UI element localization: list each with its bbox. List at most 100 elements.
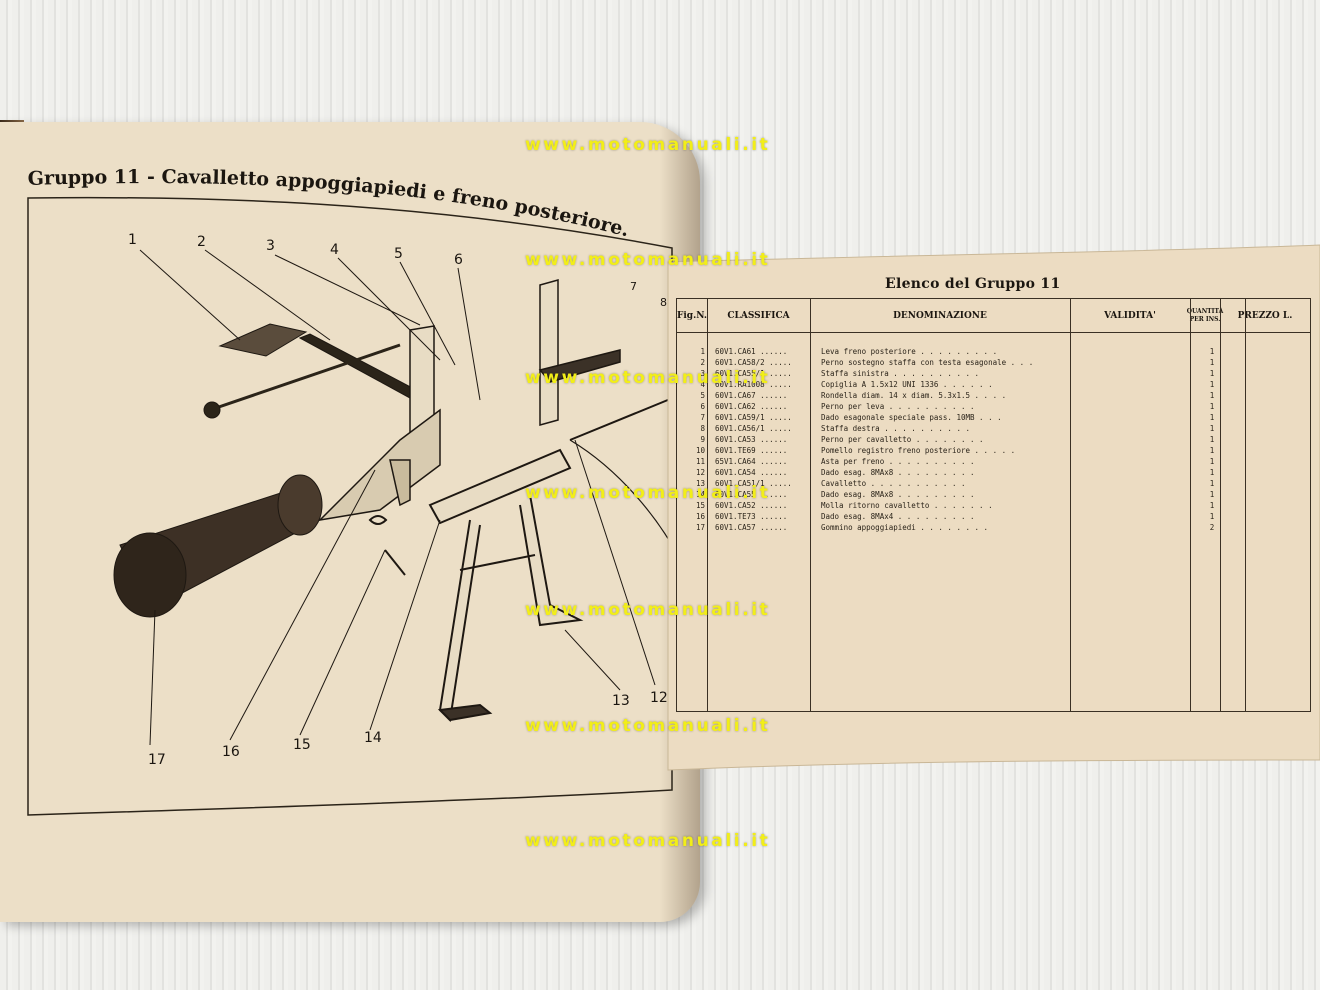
classifica-code: 60V1.CA55/1 ..... — [715, 369, 792, 378]
fig-number: 12 — [695, 468, 705, 477]
quantity-value: 1 — [1209, 457, 1215, 466]
classifica-code: 60V1.CA53 ...... — [715, 435, 788, 444]
callout-3: 3 — [266, 238, 275, 254]
classifica-code: 60V1.CA61 ...... — [715, 347, 788, 356]
denominazione-text: Dado esag. 8MAx8 . . . . . . . . . — [821, 490, 975, 499]
left-page-title-svg: Gruppo 11 - Cavalletto appoggiapiedi e f… — [27, 166, 631, 241]
quantity-value: 2 — [1209, 523, 1215, 532]
callout-16: 16 — [222, 744, 240, 760]
fig-number: 4 — [700, 380, 705, 389]
table-row: 4 60V1.RA1008 ..... Copiglia A 1.5x12 UNI … — [677, 380, 1310, 391]
fig-number: 17 — [695, 523, 705, 532]
fig-number: 2 — [700, 358, 705, 367]
callout-12: 12 — [650, 690, 668, 706]
callout-14: 14 — [364, 730, 382, 746]
fig-number: 1 — [700, 347, 705, 356]
denominazione-text: Perno per cavalletto . . . . . . . . — [821, 435, 984, 444]
fig-number: 5 — [700, 391, 705, 400]
callout-8: 8 — [660, 296, 667, 309]
col-divider — [707, 299, 708, 711]
watermark: www.motomanuali.it — [525, 250, 771, 270]
return-spring — [368, 515, 406, 576]
fig-number: 3 — [700, 369, 705, 378]
quantity-value: 1 — [1209, 369, 1215, 378]
quantity-value: 1 — [1209, 512, 1215, 521]
callout-17: 17 — [148, 752, 166, 768]
denominazione-text: Cavalletto . . . . . . . . . . . — [821, 479, 966, 488]
fig-number: 11 — [695, 457, 705, 466]
table-row: 3 60V1.CA55/1 ..... Staffa sinistra . . . … — [677, 369, 1310, 380]
quantity-value: 1 — [1209, 435, 1215, 444]
brake-rod — [569, 394, 681, 441]
fig-number: 13 — [695, 479, 705, 488]
denominazione-text: Staffa sinistra . . . . . . . . . . — [821, 369, 980, 378]
fig-number: 16 — [695, 512, 705, 521]
classifica-code: 60V1.CA51/1 ..... — [715, 479, 792, 488]
col-divider — [1245, 299, 1246, 711]
right-bracket — [538, 279, 621, 426]
fig-number: 7 — [700, 413, 705, 422]
col-divider — [810, 299, 811, 711]
col-divider — [1220, 299, 1221, 711]
left-bracket — [317, 325, 441, 522]
denominazione-text: Asta per freno . . . . . . . . . . — [821, 457, 975, 466]
exploded-diagram — [27, 196, 681, 816]
classifica-code: 60V1.TE69 ...... — [715, 446, 788, 455]
denominazione-text: Gommino appoggiapiedi . . . . . . . . — [821, 523, 989, 532]
parts-list-title: Elenco del Gruppo 11 — [885, 276, 1061, 292]
callout-7: 7 — [630, 280, 637, 293]
quantity-value: 1 — [1209, 391, 1215, 400]
quantity-value: 1 — [1209, 358, 1215, 367]
quantity-value: 1 — [1209, 380, 1215, 389]
diagram-frame — [27, 196, 673, 816]
col-divider — [1070, 299, 1071, 711]
denominazione-text: Pomello registro freno posteriore . . . … — [821, 446, 1016, 455]
quantity-value: 1 — [1209, 424, 1215, 433]
classifica-code: 60V1.CA58/2 ..... — [715, 358, 792, 367]
watermark: www.motomanuali.it — [525, 600, 771, 620]
denominazione-text: Staffa destra . . . . . . . . . . — [821, 424, 971, 433]
classifica-code: 60V1.CA62 ...... — [715, 402, 788, 411]
parts-table: Fig.N. CLASSIFICA DENOMINAZIONE VALIDITA… — [676, 298, 1311, 712]
fig-number: 15 — [695, 501, 705, 510]
denominazione-text: Dado esag. 8MAx8 . . . . . . . . . — [821, 468, 975, 477]
quantity-value: 1 — [1209, 347, 1215, 356]
callout-1: 1 — [128, 232, 137, 248]
fig-number: 9 — [700, 435, 705, 444]
denominazione-text: Perno sostegno staffa con testa esagonal… — [821, 358, 1034, 367]
denominazione-text: Dado esagonale speciale pass. 10MB . . . — [821, 413, 1002, 422]
classifica-code: 60V1.CA56/1 ..... — [715, 424, 792, 433]
fig-number: 14 — [695, 490, 705, 499]
watermark: www.motomanuali.it — [525, 135, 771, 155]
callout-6: 6 — [454, 252, 463, 268]
table-row: 2 60V1.CA58/2 ..... Perno sostegno staffa … — [677, 358, 1310, 369]
col-divider — [1190, 299, 1191, 711]
watermark: www.motomanuali.it — [525, 483, 771, 503]
table-row: 13 60V1.CA51/1 ..... Cavalletto . . . . . … — [677, 479, 1310, 490]
footrest-rubber — [113, 474, 323, 618]
quantity-value: 1 — [1209, 446, 1215, 455]
table-row: 10 60V1.TE69 ...... Pomello registro freno… — [677, 446, 1310, 457]
center-stand — [428, 448, 584, 723]
classifica-code: 60V1.CA67 ...... — [715, 391, 788, 400]
fig-number: 10 — [695, 446, 705, 455]
quantity-value: 1 — [1209, 479, 1215, 488]
denominazione-text: Copiglia A 1.5x12 UNI 1336 . . . . . . — [821, 380, 993, 389]
classifica-code: 60V1.RA1008 ..... — [715, 380, 792, 389]
classifica-code: 60V1.CA59/1 ..... — [715, 413, 792, 422]
denominazione-text: Dado esag. 8MAx4 . . . . . . . . . — [821, 512, 975, 521]
quantity-value: 1 — [1209, 413, 1215, 422]
table-row: 9 60V1.CA53 ...... Perno per cavalletto . … — [677, 435, 1310, 446]
classifica-code: 60V1.CA52 ...... — [715, 501, 788, 510]
table-row: 7 60V1.CA59/1 ..... Dado esagonale special… — [677, 413, 1310, 424]
quantity-value: 1 — [1209, 501, 1215, 510]
quantity-value: 1 — [1209, 402, 1215, 411]
quantity-value: 1 — [1209, 490, 1215, 499]
